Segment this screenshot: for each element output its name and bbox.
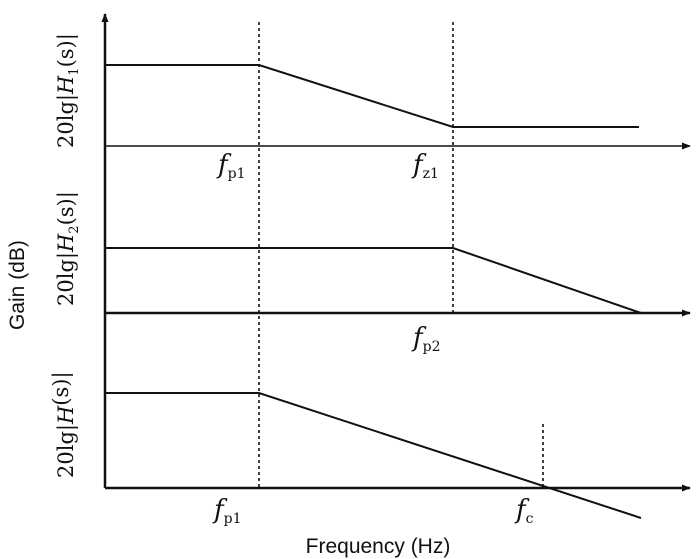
frequency-axis-label: Frequency (Hz) <box>306 535 451 558</box>
panel3-gain-curve <box>105 392 642 519</box>
marker-fz1: fz1 <box>411 150 439 182</box>
panel1-ylabel: 20lg|H1(s)| <box>54 33 82 148</box>
panel2-gain-curve <box>105 247 642 314</box>
marker-fp1-top: fp1 <box>216 150 246 182</box>
marker-fp1-bottom: fp1 <box>212 495 242 527</box>
panel3-ylabel: 20lg|H(s)| <box>49 371 79 478</box>
gain-axis-label: Gain (dB) <box>6 240 29 330</box>
marker-fc: fc <box>514 495 534 527</box>
panel2-ylabel: 20lg|H2(s)| <box>54 191 82 306</box>
marker-fp2: fp2 <box>411 323 441 355</box>
panel1-gain-curve <box>105 64 639 128</box>
